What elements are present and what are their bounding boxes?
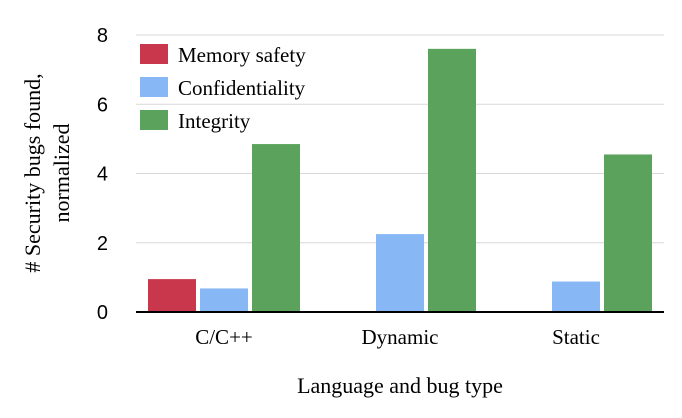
y-tick-label: 6: [97, 94, 108, 116]
legend-label: Confidentiality: [178, 76, 306, 100]
bar-integrity-1: [428, 48, 476, 312]
bar-confidentiality-2: [552, 281, 600, 312]
bar-confidentiality-1: [376, 234, 424, 312]
y-tick-label: 0: [97, 302, 108, 324]
x-tick-labels: C/C++ Dynamic Static: [195, 325, 600, 349]
y-tick-label: 4: [97, 164, 108, 186]
bar-integrity-0: [252, 144, 300, 312]
bar-memory-safety-0: [148, 279, 196, 312]
y-tick-label: 2: [97, 233, 108, 255]
bar-integrity-2: [604, 154, 652, 312]
legend-swatch: [140, 110, 168, 130]
bars: [148, 48, 652, 312]
y-axis-title-line-2: normalized: [49, 124, 74, 223]
x-tick-label: C/C++: [195, 325, 253, 349]
legend-label: Memory safety: [178, 43, 306, 67]
y-tick-label: 8: [97, 25, 108, 47]
legend-label: Integrity: [178, 109, 251, 133]
y-axis-title-line-1: # Security bugs found,: [20, 73, 45, 272]
legend-swatch: [140, 44, 168, 64]
bar-confidentiality-0: [200, 288, 248, 312]
x-tick-label: Static: [552, 325, 600, 349]
legend-swatch: [140, 77, 168, 97]
y-tick-labels: 0 2 4 6 8: [97, 25, 108, 324]
x-axis-title: Language and bug type: [297, 373, 503, 398]
x-tick-label: Dynamic: [362, 325, 439, 349]
